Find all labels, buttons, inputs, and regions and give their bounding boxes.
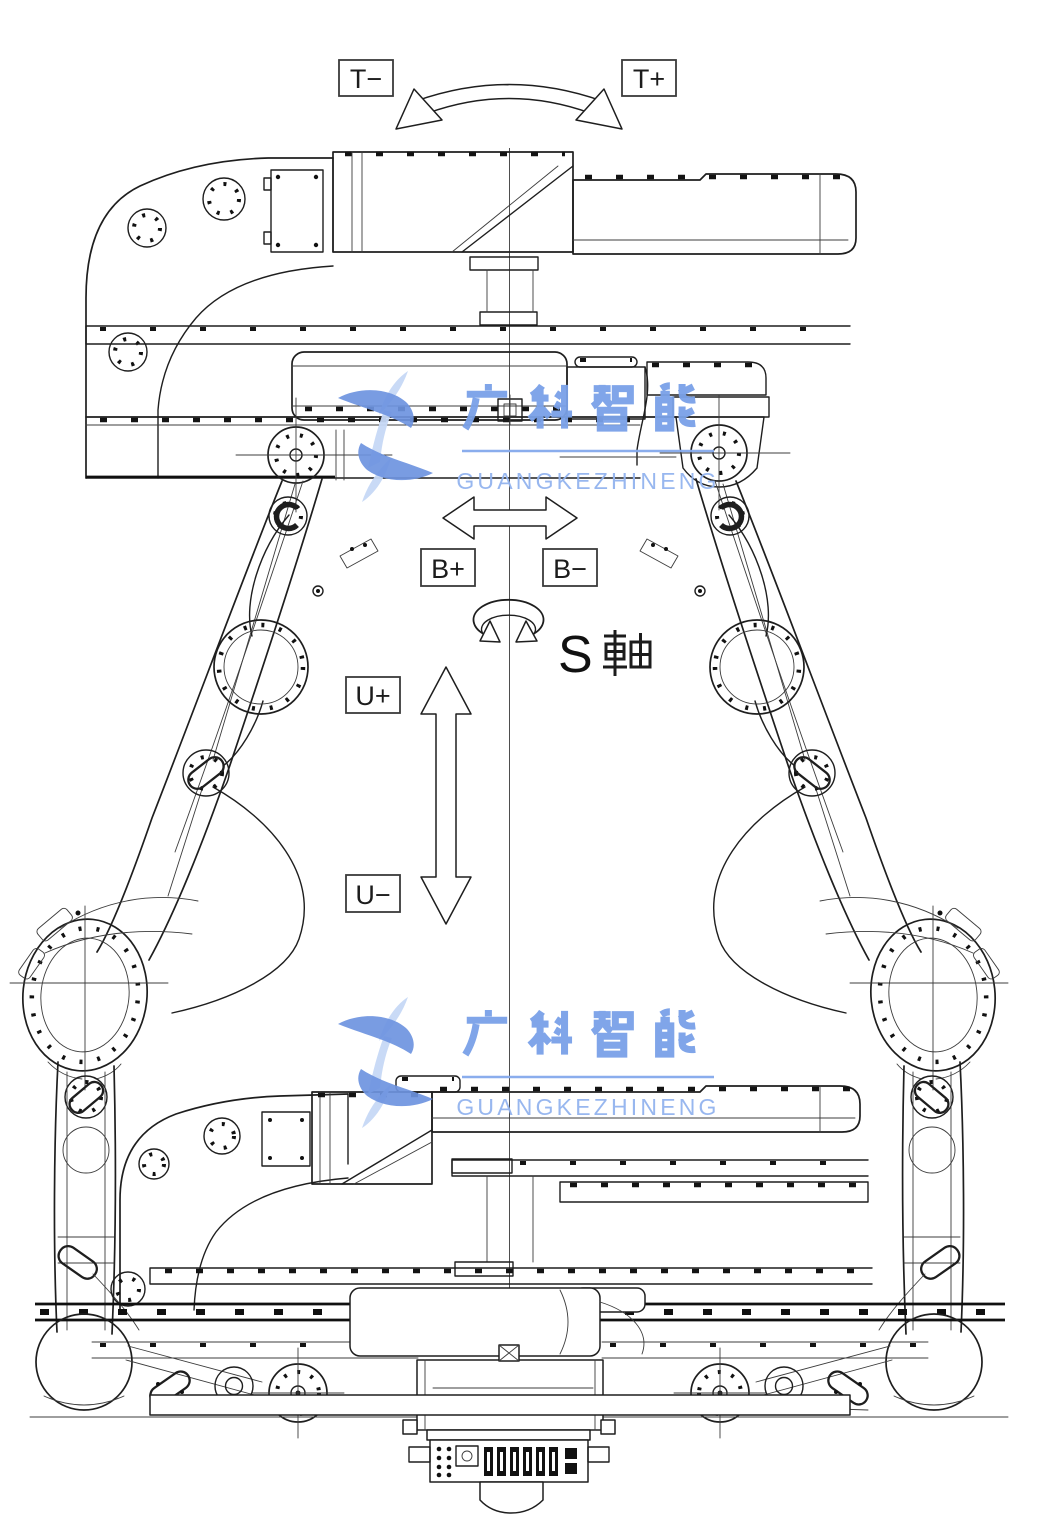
label-t-minus-text: T− [350,64,382,94]
watermark-cjk-text [465,1010,695,1055]
watermark-latin-text: GUANGKEZHINENG [456,1094,719,1120]
s-axis-rotation-arrow [472,598,545,643]
label-t-plus: T+ [621,59,677,97]
label-t-plus-text: T+ [633,64,665,94]
watermark-lower: GUANGKEZHINENG [338,997,719,1128]
label-b-plus: B+ [420,548,476,587]
label-b-minus: B− [542,548,598,587]
robot-left-link [10,479,378,1334]
base-connector-panel [408,1439,610,1483]
b-axis-arrow [442,496,578,540]
label-u-minus: U− [345,874,401,913]
label-u-minus-text: U− [355,880,390,910]
robot-left-roller-joint [34,1312,346,1440]
watermark-logo [338,997,433,1128]
robot-right-roller-joint [672,1312,984,1440]
robot-lower-assembly [91,1075,929,1359]
t-axis-rotation-arrow [395,83,623,130]
label-s-axis: S [558,626,652,684]
robot-base [149,1287,851,1514]
watermark-latin-text: GUANGKEZHINENG [456,468,719,494]
label-t-minus: T− [338,59,394,97]
watermark-logo [338,371,433,502]
robot-right-link [640,479,1008,1334]
label-u-plus-text: U+ [355,681,390,711]
label-s-axis-cjk-glyph [601,628,652,678]
watermark-upper: GUANGKEZHINENG [338,371,719,502]
label-b-plus-text: B+ [431,554,465,584]
robot-upper-assembly [85,151,857,513]
label-s-axis-latin: S [558,626,593,684]
u-axis-arrow [420,666,472,925]
label-u-plus: U+ [345,676,401,714]
label-b-minus-text: B− [553,554,587,584]
